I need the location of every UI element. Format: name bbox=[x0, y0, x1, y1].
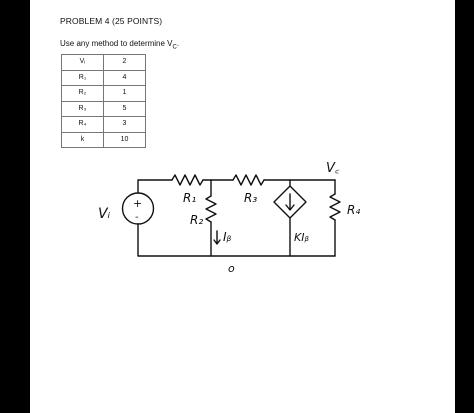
resistor-r3 bbox=[232, 174, 265, 186]
problem-title: PROBLEM 4 (25 POINTS) bbox=[60, 16, 163, 26]
right-black-border bbox=[455, 0, 474, 413]
label-r3: R₃ bbox=[244, 191, 257, 205]
resistor-r1 bbox=[171, 174, 204, 186]
voltage-source bbox=[121, 192, 155, 225]
arrow-ib bbox=[213, 230, 221, 245]
label-kib: KIᵦ bbox=[294, 231, 309, 244]
label-r2: R₂ bbox=[190, 213, 203, 227]
source-minus-sign: - bbox=[135, 212, 139, 223]
source-plus-sign: + bbox=[133, 197, 142, 210]
prompt-text: Use any method to determine V bbox=[60, 39, 173, 48]
label-r1: R₁ bbox=[183, 191, 196, 205]
table-cell-value: 10 bbox=[103, 131, 146, 148]
arrow-dependent-source bbox=[285, 193, 295, 211]
label-r4: R₄ bbox=[347, 203, 360, 217]
problem-prompt: Use any method to determine VC. bbox=[60, 39, 179, 51]
resistor-r2 bbox=[205, 195, 217, 223]
label-ib: Iᵦ bbox=[223, 230, 232, 244]
resistor-r4 bbox=[329, 193, 341, 221]
prompt-end: . bbox=[176, 39, 180, 48]
wire-top-left bbox=[137, 179, 173, 194]
wire-bottom bbox=[137, 223, 336, 257]
label-ground: o bbox=[228, 262, 235, 275]
label-vc: V꜀ bbox=[326, 161, 340, 176]
left-black-border bbox=[0, 0, 30, 413]
prompt-subscript: C bbox=[172, 44, 177, 51]
label-vi: Vᵢ bbox=[98, 206, 111, 222]
